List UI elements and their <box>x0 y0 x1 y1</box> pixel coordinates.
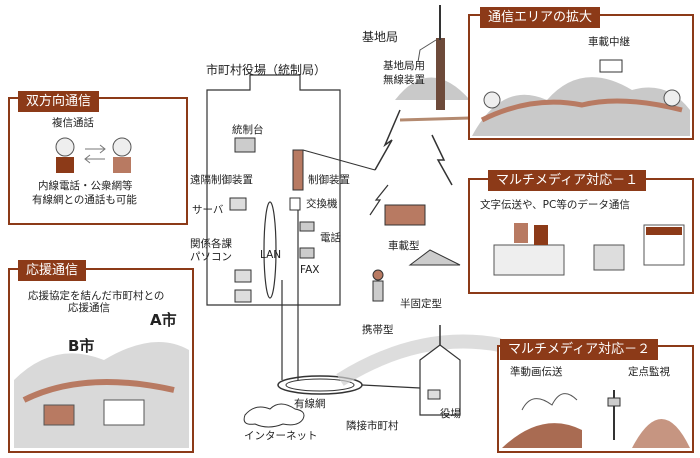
control-desk-device <box>234 137 256 153</box>
city-b-label: B市 <box>68 337 95 355</box>
fax-device <box>299 247 315 259</box>
control-desk-label: 統制台 <box>232 124 264 136</box>
neighbor-building <box>419 344 461 416</box>
server-label: サーバ <box>192 204 224 216</box>
internet-cloud <box>243 403 305 428</box>
city-a-label: A市 <box>150 311 177 329</box>
phone-device <box>299 221 315 232</box>
exchange-label: 交換機 <box>306 198 338 210</box>
multimedia1-illustration <box>474 215 690 289</box>
server-pc <box>229 197 247 211</box>
office-title: 市町村役場（統制局） <box>206 63 327 77</box>
office-building-outline <box>206 74 341 306</box>
base-radio-line1: 基地局用 <box>383 60 425 72</box>
bidirectional-line1: 複信通話 <box>52 117 94 129</box>
base-tower <box>436 38 445 110</box>
exchange-unit <box>289 197 301 211</box>
base-station-label: 基地局 <box>362 30 399 44</box>
panel-coverage-title: 通信エリアの拡大 <box>480 7 601 28</box>
panel-multimedia1-title: マルチメディア対応－１ <box>488 170 647 191</box>
multimedia1-desc: 文字伝送や、PC等のデータ通信 <box>480 199 630 211</box>
controller-unit <box>292 149 304 191</box>
support-line2: 応援通信 <box>68 302 110 314</box>
neighbor-label: 隣接市町村 <box>346 420 399 432</box>
phone-label: 電話 <box>320 232 341 244</box>
internet-label: インターネット <box>244 430 318 442</box>
panel-bidirectional <box>8 97 188 225</box>
coverage-illustration <box>472 50 690 136</box>
lan-label: LAN <box>260 249 282 261</box>
hill-shape <box>395 77 470 100</box>
base-radio-line2: 無線装置 <box>383 74 425 86</box>
neighbor-office-label: 役場 <box>440 408 461 420</box>
panel-bidirectional-title: 双方向通信 <box>18 91 100 112</box>
portable-label: 携帯型 <box>362 324 394 336</box>
radio-link-2 <box>431 134 453 186</box>
workers-illustration <box>50 133 140 175</box>
pc-label: パソコン <box>190 251 232 263</box>
support-line1: 応援協定を結んだ市町村との <box>28 290 165 302</box>
semi-fixed-label: 半固定型 <box>400 298 442 310</box>
panel-multimedia2-title: マルチメディア対応－２ <box>500 339 659 360</box>
multimedia2-illustration <box>502 380 690 448</box>
departments-label: 関係各課 <box>190 238 232 250</box>
radio-link-1 <box>374 109 401 171</box>
panel-support-title: 応援通信 <box>18 260 87 281</box>
bidirectional-line3: 有線網との通話も可能 <box>32 194 137 206</box>
multimedia2-video: 準動画伝送 <box>510 366 563 378</box>
controller-label: 制御装置 <box>308 174 350 186</box>
lan-loop <box>263 201 277 299</box>
bidirectional-line2: 内線電話・公衆網等 <box>38 180 133 192</box>
fax-label: FAX <box>300 264 320 276</box>
vehicle-terminal <box>384 204 426 226</box>
vehicle-type-label: 車載型 <box>388 240 420 252</box>
wired-network-label: 有線網 <box>294 398 326 410</box>
support-illustration <box>14 320 189 448</box>
semi-fixed-terminal <box>408 249 461 266</box>
remote-control-label: 遠隔制御装置 <box>190 174 253 186</box>
portable-terminal <box>372 280 384 302</box>
coverage-relay-label: 車載中継 <box>588 36 630 48</box>
multimedia2-fixed: 定点監視 <box>628 366 670 378</box>
